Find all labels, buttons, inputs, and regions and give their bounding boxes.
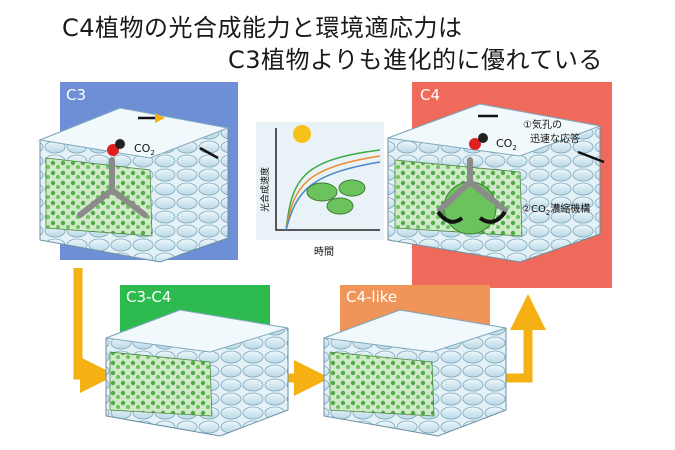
leaf-block-c3 (38, 107, 230, 263)
c3-co2-text: CO2 (134, 142, 155, 157)
graph-xlabel: 時間 (314, 246, 334, 258)
c4-note-1-line1: ①気孔の (523, 118, 562, 131)
chloroplast-icon (306, 182, 338, 202)
title-line-2: C3植物よりも進化的に優れている (228, 46, 603, 74)
arrow-c4like-to-c4 (506, 294, 546, 383)
photosynthesis-graph (256, 122, 384, 240)
c4-co2-flow (437, 157, 508, 213)
arrow-c3-to-c3c4 (73, 268, 116, 393)
leaf-block-c3c4 (105, 309, 289, 437)
title-line-1: C4植物の光合成能力と環境適応力は (62, 14, 463, 42)
leaf-block-c4 (387, 103, 605, 263)
c4-note-1-line2: 迅速な応答 (530, 132, 580, 145)
c3-co2-flow (77, 157, 148, 218)
panel-label-c4: C4 (420, 86, 441, 104)
c4-co2-text: CO2 (496, 137, 517, 152)
panel-label-c4like: C4-like (346, 288, 398, 306)
c4-bundle-sheath (443, 181, 497, 235)
graph-ylabel: 光合成速度 (259, 167, 271, 212)
leaf-block-c4like (323, 309, 507, 437)
curve-green (285, 149, 381, 231)
panel-label-c3: C3 (66, 86, 87, 104)
panel-label-c3c4: C3-C4 (126, 288, 172, 306)
c4-note-2: ②CO2濃縮機構 (522, 202, 590, 217)
c4-co2-molecule (469, 138, 481, 150)
curve-orange (285, 155, 381, 231)
sun-icon (293, 125, 311, 143)
